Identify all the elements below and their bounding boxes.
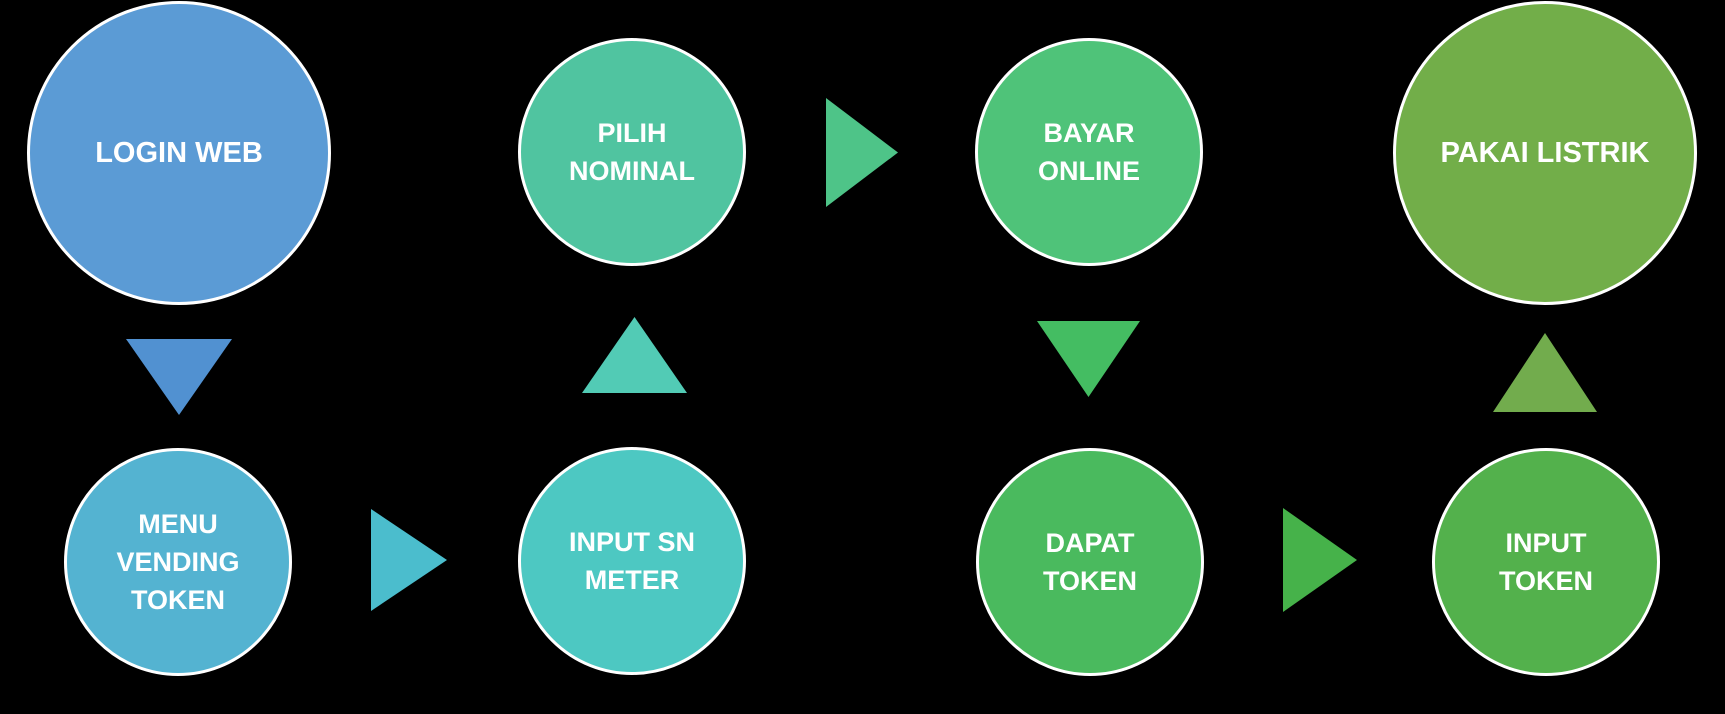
arrow-up-icon bbox=[1493, 333, 1597, 412]
arrow-right-icon bbox=[371, 509, 447, 611]
label-line: BAYAR bbox=[1043, 118, 1135, 148]
label-line: METER bbox=[584, 565, 680, 595]
arrow-right-icon bbox=[826, 98, 898, 207]
label-line: LOGIN WEB bbox=[95, 137, 263, 169]
label-line: TOKEN bbox=[1498, 566, 1593, 596]
node-dapat-token-label: DAPAT TOKEN bbox=[979, 524, 1201, 600]
label-line: DAPAT bbox=[1045, 528, 1135, 558]
label-line: NOMINAL bbox=[569, 156, 695, 186]
label-line: INPUT SN bbox=[568, 527, 695, 557]
node-dapat-token: DAPAT TOKEN bbox=[976, 448, 1204, 676]
label-line: TOKEN bbox=[130, 585, 225, 615]
node-pakai-listrik-label: PAKAI LISTRIK bbox=[1396, 134, 1694, 172]
node-input-sn-meter: INPUT SN METER bbox=[518, 447, 746, 675]
label-line: ONLINE bbox=[1037, 156, 1140, 186]
label-line: VENDING bbox=[116, 547, 240, 577]
node-input-token-label: INPUT TOKEN bbox=[1435, 524, 1657, 600]
node-pilih-nominal: PILIH NOMINAL bbox=[518, 38, 746, 266]
node-menu-vending-token: MENU VENDING TOKEN bbox=[64, 448, 292, 676]
node-input-sn-meter-label: INPUT SN METER bbox=[521, 523, 743, 599]
node-bayar-online: BAYAR ONLINE bbox=[975, 38, 1203, 266]
node-pilih-nominal-label: PILIH NOMINAL bbox=[521, 114, 743, 190]
arrow-up-icon bbox=[582, 317, 687, 393]
arrow-down-icon bbox=[1037, 321, 1140, 397]
label-line: MENU bbox=[138, 509, 218, 539]
arrow-right-icon bbox=[1283, 508, 1357, 612]
node-login-web-label: LOGIN WEB bbox=[30, 134, 328, 172]
node-pakai-listrik: PAKAI LISTRIK bbox=[1393, 1, 1697, 305]
label-line: PILIH bbox=[597, 118, 667, 148]
arrow-down-icon bbox=[126, 339, 232, 415]
node-menu-vending-token-label: MENU VENDING TOKEN bbox=[67, 505, 289, 619]
label-line: TOKEN bbox=[1042, 566, 1137, 596]
node-login-web: LOGIN WEB bbox=[27, 1, 331, 305]
label-line: INPUT bbox=[1505, 528, 1587, 558]
node-input-token: INPUT TOKEN bbox=[1432, 448, 1660, 676]
node-bayar-online-label: BAYAR ONLINE bbox=[978, 114, 1200, 190]
label-line: PAKAI LISTRIK bbox=[1440, 137, 1650, 169]
